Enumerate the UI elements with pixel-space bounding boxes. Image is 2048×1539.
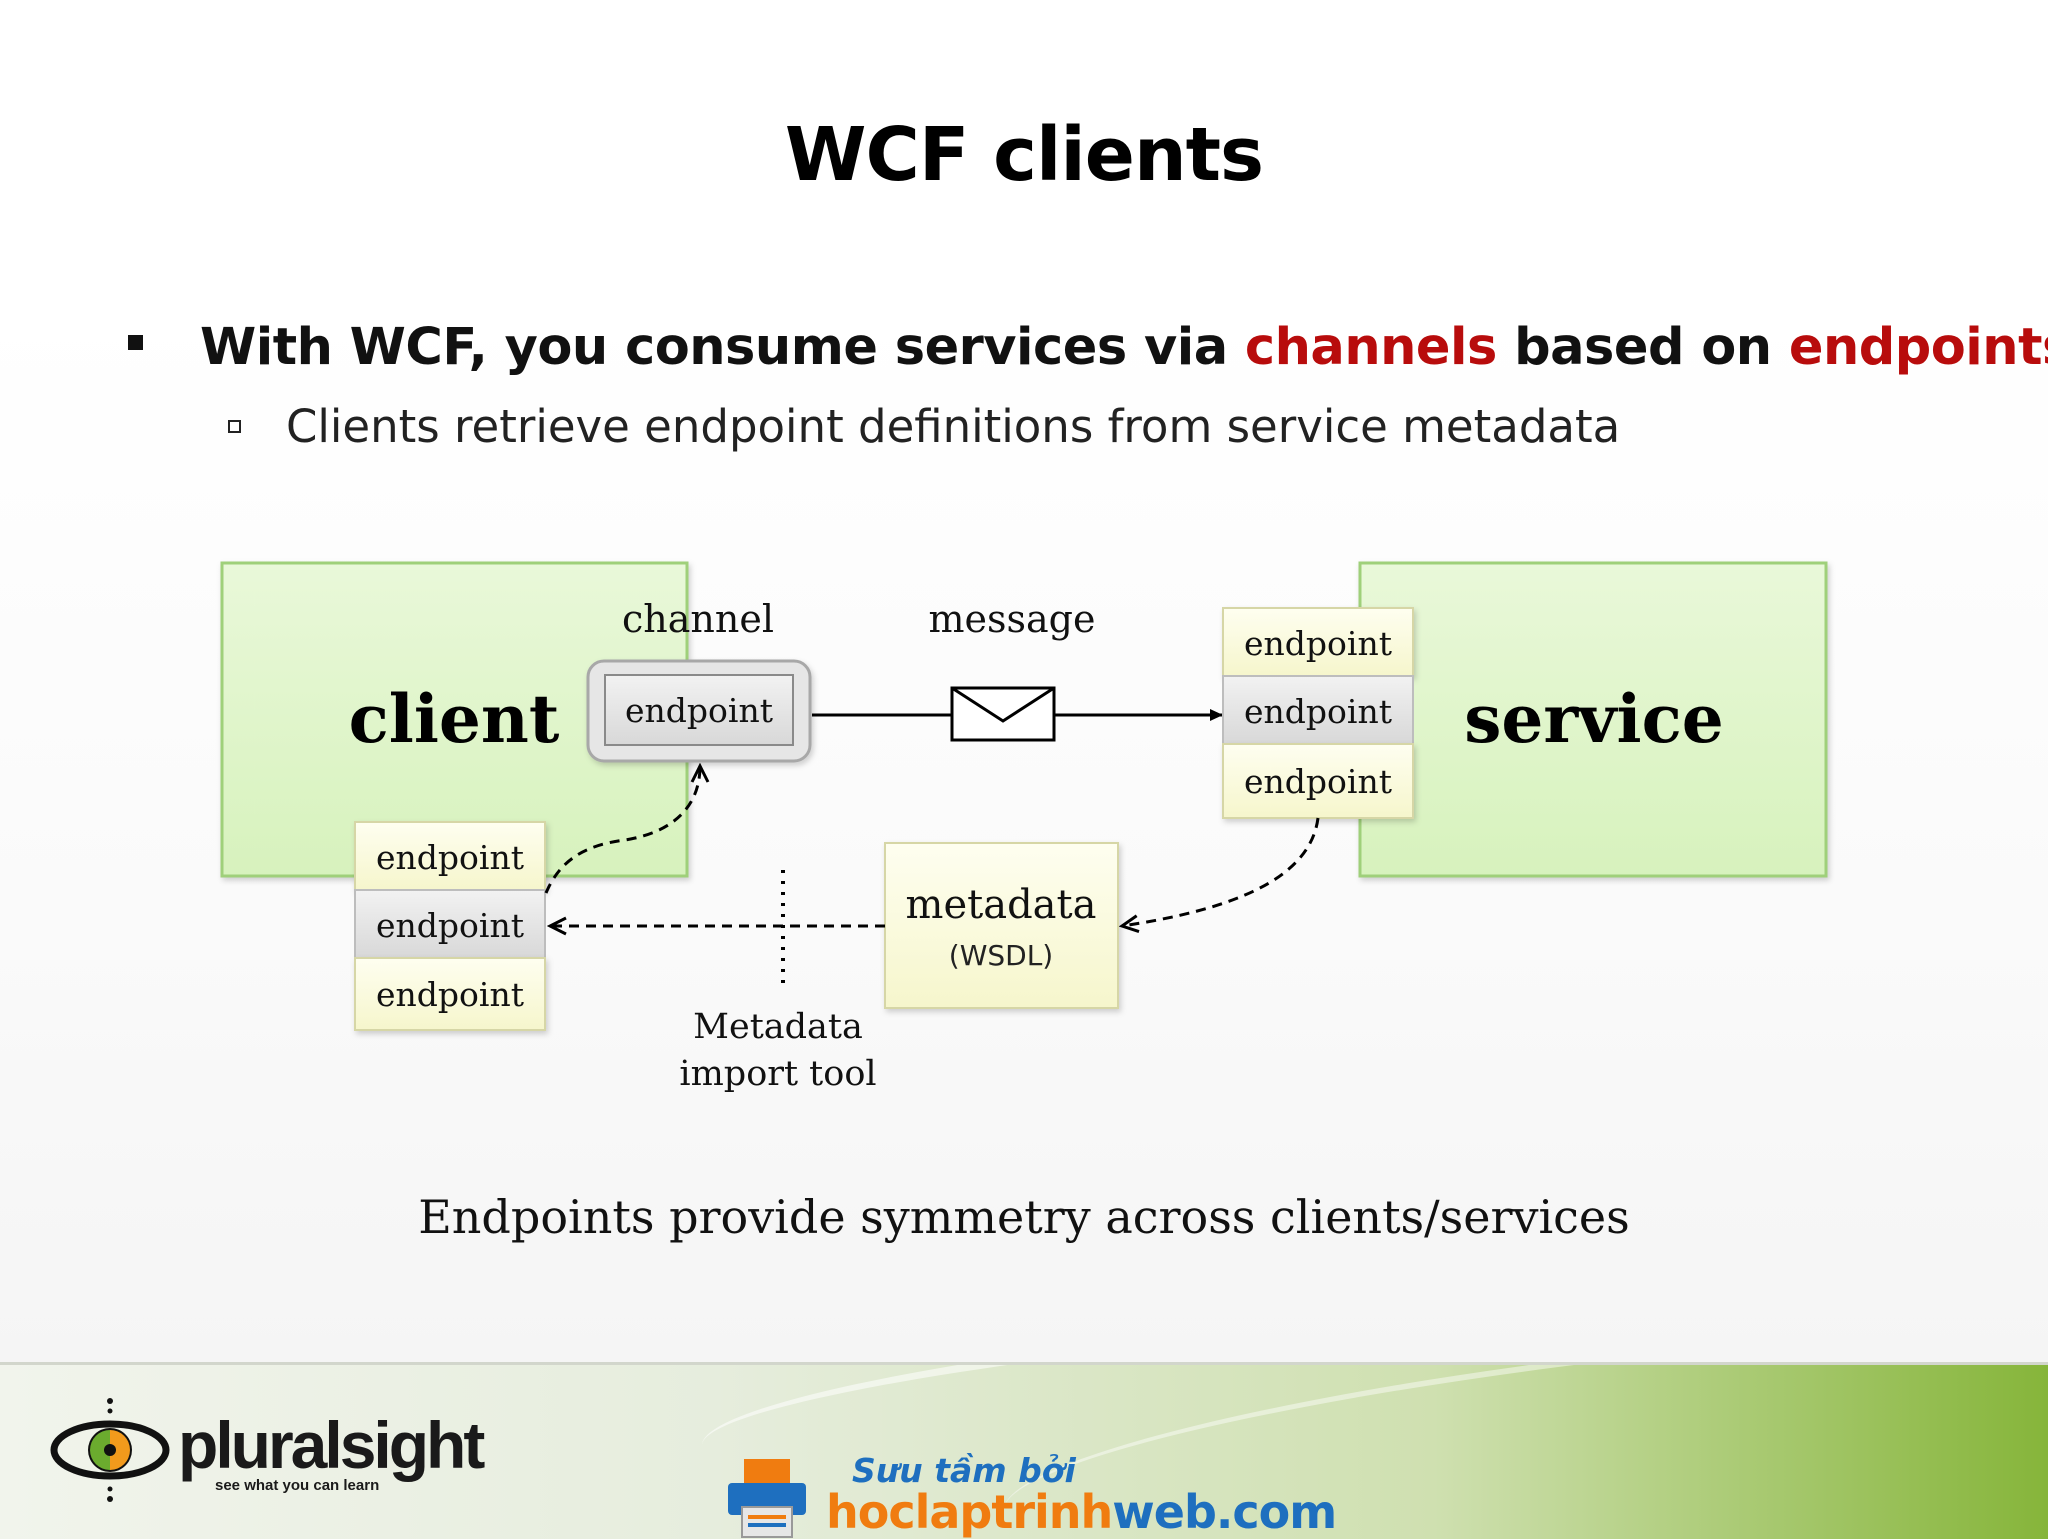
- service-box: service: [1358, 561, 1828, 878]
- site-url-part2: web.com: [1112, 1485, 1337, 1539]
- import-tool-line2: import tool: [679, 1054, 876, 1094]
- channel-endpoint: endpoint: [586, 659, 812, 763]
- client-endpoint-3: endpoint: [376, 975, 524, 1014]
- client-label: client: [349, 680, 560, 758]
- highlight-endpoints: endpoints: [1788, 318, 2048, 377]
- service-to-metadata-arrow: [1122, 817, 1320, 926]
- bullet-main: With WCF, you consume services via chann…: [128, 318, 2048, 377]
- service-endpoint-stack: endpoint endpoint endpoint: [1222, 607, 1414, 819]
- pluralsight-eye-logo: [50, 1398, 170, 1502]
- site-printer-icon: [728, 1459, 806, 1538]
- bullet-sub-text: Clients retrieve endpoint definitions fr…: [286, 400, 1621, 453]
- client-endpoint-1: endpoint: [376, 838, 524, 877]
- metadata-sub: (WSDL): [949, 939, 1053, 972]
- diagram-caption: Endpoints provide symmetry across client…: [418, 1190, 1630, 1244]
- site-url: hoclaptrinhweb.com: [826, 1485, 1337, 1539]
- client-endpoint-2: endpoint: [376, 906, 524, 945]
- hollow-square-icon: [228, 419, 241, 433]
- slide-title: WCF clients: [784, 112, 1264, 198]
- service-label: service: [1464, 680, 1724, 758]
- pluralsight-tagline: see what you can learn: [215, 1477, 380, 1494]
- channel-endpoint-label: endpoint: [625, 691, 773, 730]
- pluralsight-wordmark: pluralsight: [178, 1408, 485, 1482]
- metadata-label: metadata: [906, 882, 1097, 928]
- site-credit-text: Sưu tầm bởi: [852, 1451, 1076, 1490]
- site-url-part1: hoclaptrinh: [826, 1485, 1113, 1539]
- service-endpoint-2: endpoint: [1244, 692, 1392, 731]
- service-endpoint-3: endpoint: [1244, 762, 1392, 801]
- envelope-icon: [950, 686, 1056, 742]
- metadata-box: metadata (WSDL): [884, 842, 1119, 1009]
- bullet-sub: Clients retrieve endpoint definitions fr…: [228, 400, 1620, 453]
- import-tool-line1: Metadata: [693, 1007, 863, 1047]
- highlight-channels: channels: [1244, 318, 1498, 377]
- service-endpoint-1: endpoint: [1244, 624, 1392, 663]
- bullet-main-mid: based on: [1496, 318, 1789, 377]
- client-endpoint-stack: endpoint endpoint endpoint: [354, 821, 546, 1031]
- bullet-square-icon: [128, 334, 143, 350]
- footer-bar: pluralsight see what you can learn Sưu t…: [0, 1362, 2048, 1539]
- message-label: message: [929, 597, 1096, 641]
- bullet-main-text: With WCF, you consume services via: [200, 318, 1245, 377]
- channel-label: channel: [622, 597, 774, 641]
